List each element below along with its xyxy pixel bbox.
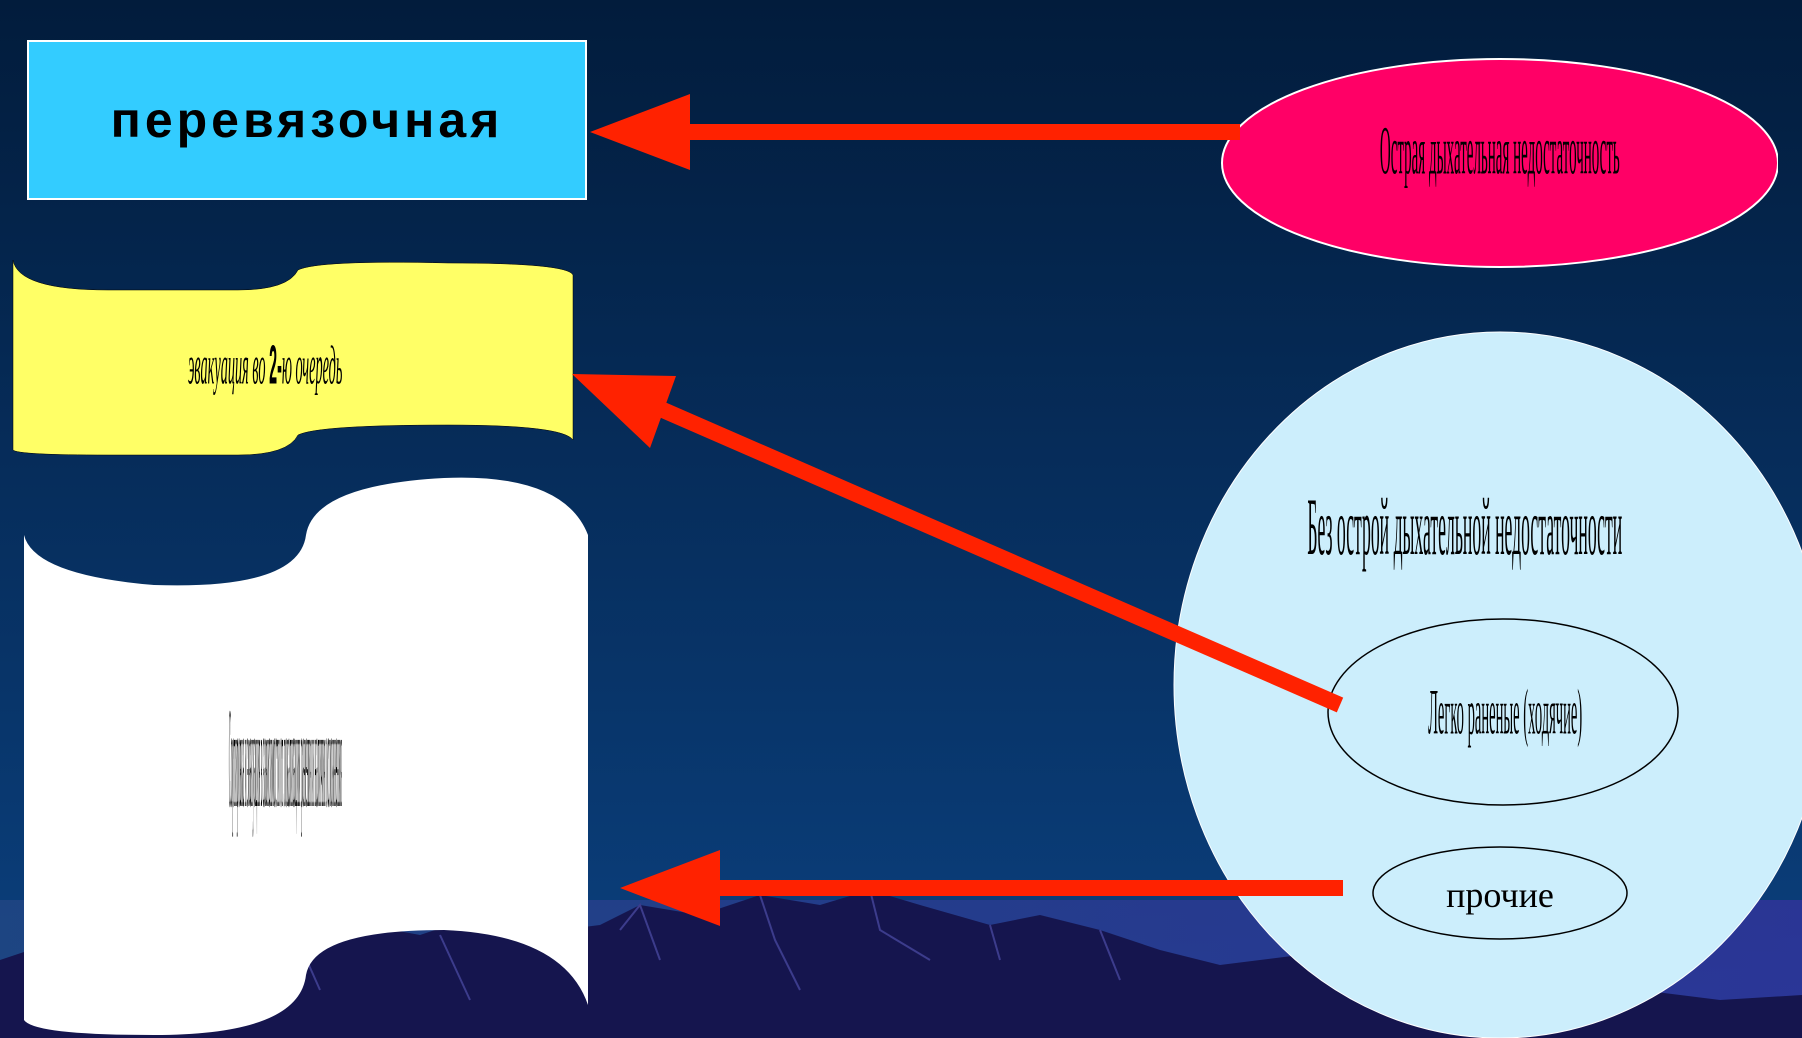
lightly-wounded-label: Легко раненые (ходячие) — [1427, 678, 1583, 750]
others-ellipse — [1372, 846, 1628, 940]
arrow-lightly-wounded-to-evacuation — [572, 374, 1344, 713]
others-label: прочие — [1446, 875, 1554, 915]
evacuation-2-post: ю очередь — [281, 334, 343, 396]
evacuation-2-scroll — [12, 259, 574, 456]
sorting-label: Сортировка и эвакуация в зависимости от … — [228, 689, 342, 842]
acute-failure-label-wrap: Острая дыхательная недостаточность — [1240, 90, 1760, 215]
no-acute-failure-label-wrap: Без острой дыхательной недостаточности — [1240, 480, 1690, 580]
lightly-wounded-label-wrap: Легко раненые (ходячие) — [1340, 670, 1670, 760]
evacuation-2-pre: эвакуация во — [187, 334, 269, 396]
no-acute-failure-label: Без острой дыхательной недостаточности — [1307, 484, 1623, 574]
evacuation-2-label-wrap: эвакуация во 2-ю очередь — [40, 305, 490, 425]
sorting-scroll — [24, 477, 588, 1035]
evacuation-2-label: эвакуация во 2-ю очередь — [188, 332, 342, 397]
acute-failure-label: Острая дыхательная недостаточность — [1380, 113, 1620, 190]
mountain-ridges — [299, 889, 1121, 1001]
arrow-acute-to-dressing — [590, 94, 1240, 170]
evacuation-2-number: 2- — [268, 332, 282, 396]
dressing-room-label: перевязочная — [110, 92, 504, 148]
sorting-label-wrap: Сортировка и эвакуация в зависимости от … — [60, 689, 510, 842]
arrow-others-to-sorting — [620, 850, 1343, 926]
others-label-wrap: прочие — [1375, 870, 1625, 920]
dressing-room-box: перевязочная — [27, 40, 587, 200]
acute-failure-ellipse — [1221, 58, 1778, 268]
lightly-wounded-ellipse — [1327, 618, 1679, 806]
no-acute-failure-ellipse — [1173, 331, 1802, 1038]
